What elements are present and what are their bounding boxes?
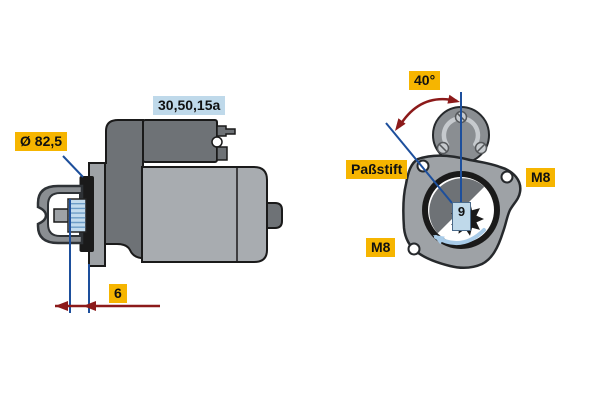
terminal-notch [211, 136, 223, 148]
rear-bearing-stub [266, 202, 283, 229]
angle-arrowhead-right [447, 94, 460, 104]
dowel-pin-label: Paßstift [346, 160, 408, 179]
pinion-side [67, 198, 87, 233]
clearance-dimension-label: 6 [109, 284, 127, 303]
pinion-tooth-count-label: 9 [452, 202, 471, 231]
bolt-size-label-lower: M8 [366, 238, 396, 257]
diameter-label: Ø 82,5 [15, 132, 68, 151]
dimension-arrowhead-left [55, 301, 68, 311]
armature-shaft [53, 208, 70, 223]
terminal-upper [216, 125, 236, 137]
diameter-leader-line [62, 155, 84, 178]
dowel-pin-line [385, 122, 453, 204]
terminal-lower [216, 146, 228, 161]
bolt-hole-right [500, 170, 514, 184]
angle-label: 40° [409, 71, 441, 90]
front-view-figure [385, 92, 522, 269]
side-view-figure [36, 119, 283, 313]
motor-body [141, 166, 268, 263]
terminal-designation-label: 30,50,15a [153, 96, 226, 115]
angle-arrowhead-left [395, 118, 406, 131]
drive-end-housing [102, 119, 144, 259]
bolt-size-label-right: M8 [526, 168, 556, 187]
bolt-hole-bottom-left [407, 242, 421, 256]
solenoid [142, 119, 218, 163]
dimension-arrowhead-inner [83, 301, 96, 311]
rotation-arrowhead [433, 235, 445, 245]
